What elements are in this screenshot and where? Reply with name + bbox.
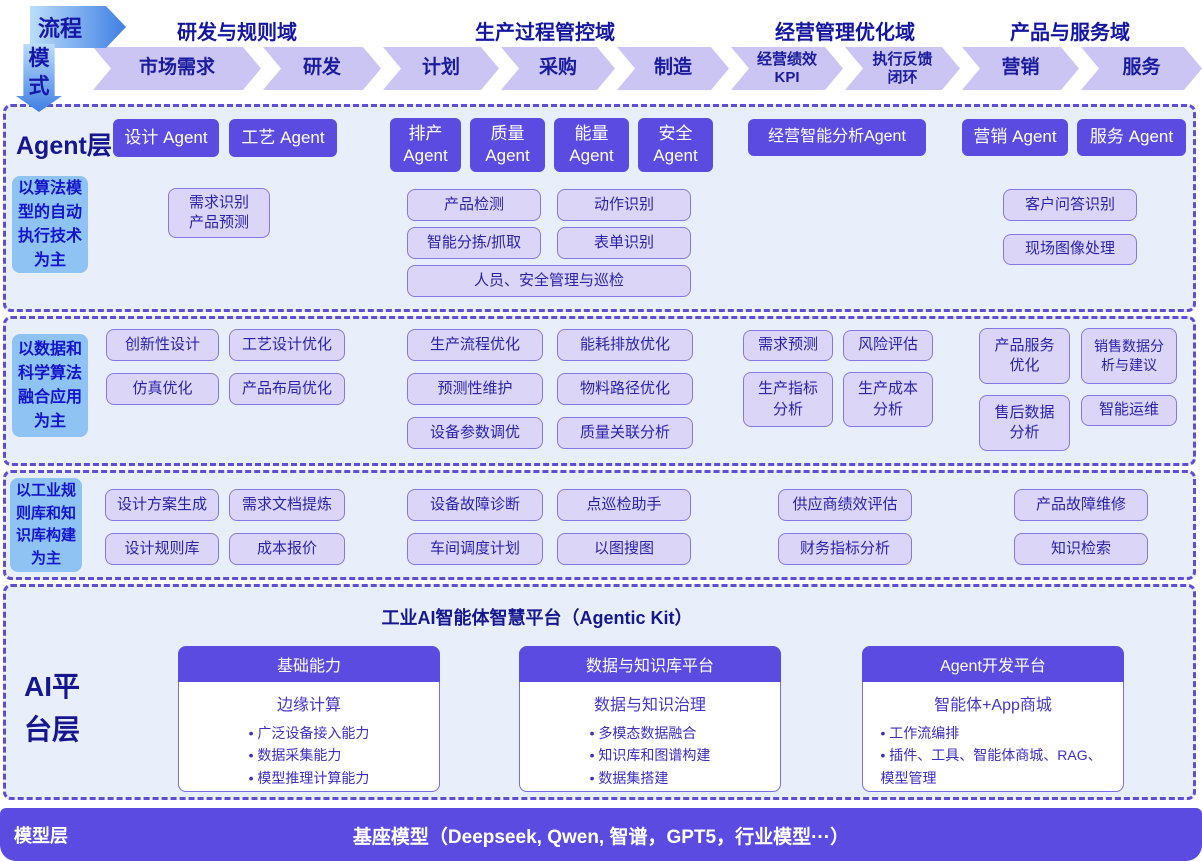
- capability-chip: 表单识别: [557, 227, 691, 259]
- capability-chip: 产品检测: [407, 189, 541, 221]
- platform-card-body: 边缘计算 广泛设备接入能力 数据采集能力 模型推理计算能力: [178, 682, 440, 792]
- agent-layer-title: Agent层: [16, 132, 112, 160]
- capability-chip: 供应商绩效评估: [778, 489, 912, 521]
- platform-title: 工业AI智能体智慧平台（Agentic Kit）: [381, 608, 693, 628]
- bullet-item: 模型推理计算能力: [249, 767, 369, 789]
- capability-chip: 设备参数调优: [407, 417, 543, 449]
- platform-card-header: Agent开发平台: [862, 646, 1124, 682]
- capability-chip: 智能分拣/抓取: [407, 227, 541, 259]
- bullet-item: 数据采集能力: [249, 744, 370, 766]
- process-step: 计划: [383, 47, 499, 90]
- mode-label: 模 式: [28, 47, 50, 99]
- capability-chip: 产品服务 优化: [979, 328, 1070, 384]
- capability-chip: 风险评估: [843, 330, 933, 361]
- capability-chip: 需求文档提炼: [229, 489, 345, 521]
- capability-chip: 设计方案生成: [105, 489, 219, 521]
- domain-header: 经营管理优化域: [775, 22, 915, 44]
- agent-button: 安全 Agent: [638, 118, 713, 172]
- capability-chip: 生产流程优化: [407, 329, 543, 361]
- capability-chip: 销售数据分 析与建议: [1081, 328, 1177, 384]
- platform-card-subtitle: 智能体+App商城: [934, 697, 1052, 714]
- agent-button: 营销 Agent: [962, 119, 1068, 156]
- capability-chip: 客户问答识别: [1003, 189, 1137, 221]
- capability-chip: 设备故障诊断: [407, 489, 543, 521]
- process-step: 采购: [501, 47, 615, 90]
- base-models-text: 基座模型（Deepseek, Qwen, 智谱，GPT5，行业模型···）: [352, 827, 850, 848]
- capability-chip: 能耗排放优化: [557, 329, 693, 361]
- bullet-item: 插件、工具、智能体商城、RAG、模型管理: [881, 744, 1106, 789]
- ai-platform-layer-title: AI平 台层: [24, 671, 81, 746]
- capability-chip: 设计规则库: [105, 533, 219, 565]
- capability-chip: 需求预测: [743, 330, 833, 361]
- process-step: 市场需求: [93, 47, 261, 90]
- capability-chip: 仿真优化: [106, 373, 219, 405]
- platform-card-header: 基础能力: [178, 646, 440, 682]
- platform-card: Agent开发平台 智能体+App商城 工作流编排 插件、工具、智能体商城、RA…: [862, 646, 1124, 792]
- platform-card-subtitle: 边缘计算: [276, 697, 341, 714]
- capability-chip: 工艺设计优化: [229, 329, 345, 361]
- platform-card-bullets: 广泛设备接入能力 数据采集能力 模型推理计算能力: [249, 722, 370, 789]
- platform-card-header: 数据与知识库平台: [519, 646, 781, 682]
- capability-chip: 动作识别: [557, 189, 691, 221]
- capability-chip: 生产成本 分析: [843, 372, 933, 427]
- mode-label-data-science: 以数据和 科学算法 融合应用 为主: [12, 334, 88, 437]
- mode-label-knowledge: 以工业规 则库和知 识库构建 为主: [10, 478, 82, 572]
- capability-chip: 成本报价: [229, 533, 345, 565]
- model-layer-bar: [0, 808, 1202, 861]
- capability-chip: 售后数据 分析: [979, 395, 1070, 451]
- capability-chip: 知识检索: [1014, 533, 1148, 565]
- platform-card-bullets: 多模态数据融合 知识库和图谱构建 数据集搭建: [590, 722, 711, 789]
- platform-card-body: 数据与知识治理 多模态数据融合 知识库和图谱构建 数据集搭建: [519, 682, 781, 792]
- capability-chip: 智能运维: [1081, 395, 1177, 426]
- flow-arrow-icon: 流程: [30, 6, 126, 48]
- bullet-item: 广泛设备接入能力: [249, 722, 369, 744]
- agent-button: 能量 Agent: [554, 118, 629, 172]
- process-step: 经营绩效 KPI: [731, 47, 843, 90]
- domain-header: 研发与规则域: [177, 22, 297, 44]
- model-layer-title: 模型层: [14, 826, 68, 846]
- capability-chip: 产品布局优化: [229, 373, 345, 405]
- bullet-item: 数据集搭建: [590, 767, 711, 789]
- process-step: 研发: [263, 47, 381, 90]
- capability-chip: 财务指标分析: [778, 533, 912, 565]
- capability-chip: 产品故障维修: [1014, 489, 1148, 521]
- capability-chip: 预测性维护: [407, 373, 543, 405]
- capability-chip: 物料路径优化: [557, 373, 693, 405]
- agent-button: 工艺 Agent: [229, 119, 337, 157]
- domain-header: 生产过程管控域: [475, 22, 615, 44]
- bullet-item: 工作流编排: [881, 722, 1106, 744]
- bullet-item: 多模态数据融合: [590, 722, 711, 744]
- process-step: 制造: [617, 47, 729, 90]
- capability-chip: 现场图像处理: [1003, 234, 1137, 265]
- capability-chip: 点巡检助手: [557, 489, 691, 521]
- platform-card: 数据与知识库平台 数据与知识治理 多模态数据融合 知识库和图谱构建 数据集搭建: [519, 646, 781, 792]
- mode-down-arrow-icon: [16, 44, 62, 112]
- capability-chip: 生产指标 分析: [743, 372, 833, 427]
- capability-chip: 以图搜图: [557, 533, 691, 565]
- domain-header: 产品与服务域: [1010, 22, 1130, 44]
- flow-label: 流程: [38, 16, 83, 41]
- platform-card-body: 智能体+App商城 工作流编排 插件、工具、智能体商城、RAG、模型管理: [862, 682, 1124, 792]
- process-step: 执行反馈 闭环: [845, 47, 960, 90]
- capability-chip: 质量关联分析: [557, 417, 693, 449]
- agent-button: 质量 Agent: [470, 118, 545, 172]
- agent-button: 设计 Agent: [113, 119, 219, 157]
- process-step: 营销: [962, 47, 1079, 90]
- capability-chip: 需求识别 产品预测: [168, 188, 270, 238]
- platform-card-bullets: 工作流编排 插件、工具、智能体商城、RAG、模型管理: [881, 722, 1106, 789]
- agent-button: 排产 Agent: [390, 118, 461, 172]
- capability-chip: 创新性设计: [106, 329, 219, 361]
- capability-chip: 人员、安全管理与巡检: [407, 265, 691, 297]
- agent-button: 服务 Agent: [1077, 119, 1186, 156]
- process-step: 服务: [1081, 47, 1202, 90]
- platform-card-subtitle: 数据与知识治理: [593, 697, 706, 714]
- capability-chip: 车间调度计划: [407, 533, 543, 565]
- agent-button: 经营智能分析Agent: [748, 119, 926, 156]
- mode-label-algorithm: 以算法模 型的自动 执行技术 为主: [12, 176, 88, 273]
- bullet-item: 知识库和图谱构建: [590, 744, 710, 766]
- platform-card: 基础能力 边缘计算 广泛设备接入能力 数据采集能力 模型推理计算能力: [178, 646, 440, 792]
